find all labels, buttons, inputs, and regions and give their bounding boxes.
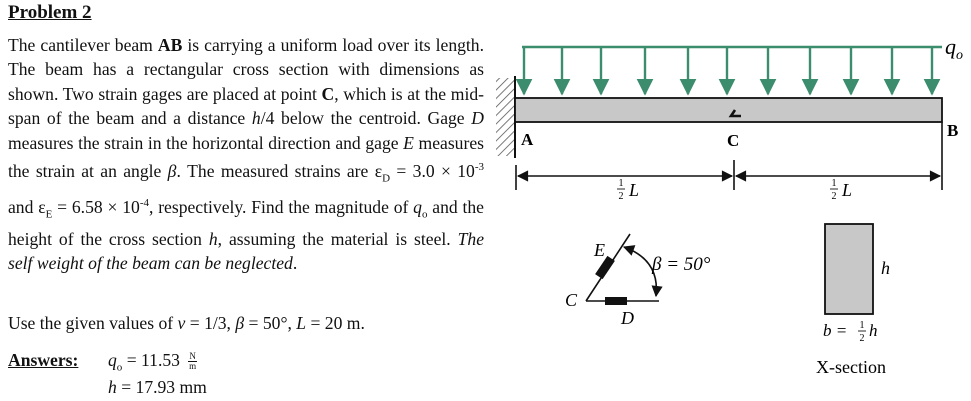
point-a-label: A — [521, 130, 534, 149]
answer-h: h = 17.93 mm — [108, 377, 207, 397]
section-b-label: b = 1 2 h — [823, 320, 878, 344]
point-c-label: C — [727, 131, 739, 150]
distributed-load — [515, 45, 942, 96]
svg-text:1: 1 — [619, 178, 624, 189]
gage-detail: E C D β = 50° — [565, 233, 711, 328]
problem-title: Problem 2 — [8, 2, 92, 23]
section-caption: X-section — [816, 357, 886, 377]
answers-label: Answers: — [8, 350, 79, 370]
svg-text:2: 2 — [619, 191, 624, 202]
cross-section — [824, 223, 874, 315]
svg-text:C: C — [565, 290, 578, 310]
span-label-right: 1 2 L — [830, 178, 852, 202]
svg-text:E: E — [593, 240, 605, 260]
svg-text:β = 50°: β = 50° — [651, 254, 711, 275]
point-b-label: B — [947, 121, 958, 140]
svg-text:1: 1 — [860, 320, 865, 331]
load-label: qo — [945, 34, 963, 63]
fixed-support — [496, 78, 514, 156]
svg-text:2: 2 — [860, 333, 865, 344]
beam — [514, 97, 943, 123]
self-weight-note: The self weight of the beam can be negle… — [8, 228, 484, 273]
span-label-left: 1 2 L — [617, 178, 639, 202]
svg-text:2: 2 — [832, 191, 837, 202]
given-values: Use the given values of ν = 1/3, β = 50°… — [8, 313, 365, 333]
gage-e — [595, 255, 615, 280]
strain-gage-marker — [728, 109, 741, 118]
problem-statement: The cantilever beam AB is carrying a uni… — [8, 35, 484, 273]
beta-angle-arc — [622, 245, 663, 298]
svg-text:L: L — [841, 180, 852, 200]
dimension-lines — [515, 122, 943, 190]
gage-d — [605, 297, 627, 305]
svg-text:h: h — [869, 321, 878, 340]
svg-text:1: 1 — [832, 178, 837, 189]
svg-text:b =: b = — [823, 321, 847, 340]
svg-text:L: L — [628, 180, 639, 200]
section-h-label: h — [881, 258, 890, 278]
svg-text:D: D — [620, 308, 634, 328]
